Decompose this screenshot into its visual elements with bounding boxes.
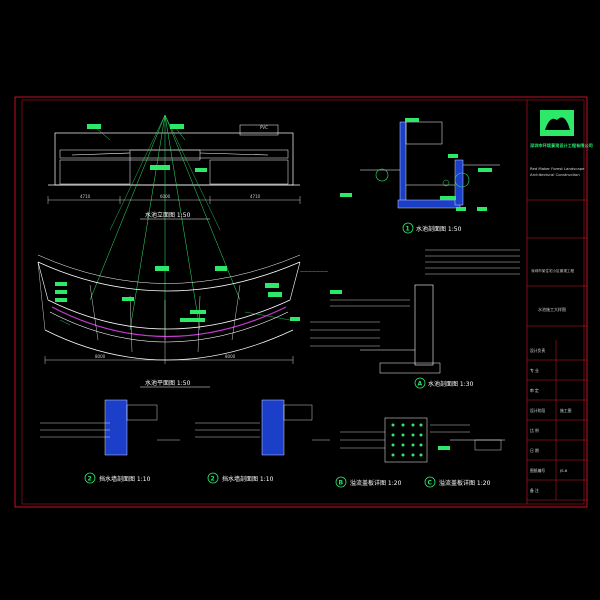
title-block-row-label: 设计阶段 [530, 408, 545, 413]
project-name: 深圳市某住宅小区景观工程 [531, 268, 575, 273]
drawing-name: 水池施工大样图 [538, 306, 566, 312]
title-block-row-value: 施工图 [560, 408, 572, 413]
detail-2a-view: 2 挡水墙剖面图 1:10 [40, 399, 180, 484]
title-block-row-label: 审 定 [530, 388, 539, 393]
detail-2a-title: 挡水墙剖面图 1:10 [99, 475, 151, 483]
section-a-title: 水池剖面图 1:30 [428, 380, 474, 388]
plan-title: 水池平面图 1:50 [145, 379, 191, 387]
sheet-frame [14, 96, 588, 508]
section-a-marker: A [418, 381, 423, 388]
elevation-view: PVC 4710 6000 4710 水池立面图 1:50 [47, 114, 301, 340]
title-block-row-label: 比 例 [530, 428, 539, 433]
detail-c-marker: C [428, 480, 433, 487]
title-block-row-label: 图纸编号 [530, 468, 545, 473]
section-1-title: 水池剖面图 1:50 [416, 225, 462, 233]
svg-text:4710: 4710 [80, 194, 91, 199]
title-block: 深圳市环境景观设计工程有限公司 Red Maker Forest Landsca… [526, 100, 593, 504]
section-1-view: 1 水池剖面图 1:50 [340, 118, 500, 234]
inner-frame [21, 99, 585, 505]
detail-b-title: 溢流盖板详图 1:20 [350, 479, 402, 487]
detail-b-view: B 溢流盖板详图 1:20 [335, 417, 428, 488]
detail-2a-marker: 2 [88, 476, 92, 483]
detail-b-marker: B [339, 480, 344, 487]
title-block-row-label: 备 注 [530, 488, 539, 493]
svg-text:8000: 8000 [225, 354, 236, 359]
svg-text:———————: ——————— [300, 269, 328, 274]
title-block-row-label: 设计负责 [530, 348, 545, 353]
title-block-row-value: JS-6 [559, 468, 568, 473]
company-name-en-2: Architectural Construction [530, 172, 580, 177]
section-1-marker: 1 [406, 226, 410, 233]
svg-text:4710: 4710 [250, 194, 261, 199]
detail-c-view: C 溢流盖板详图 1:20 [424, 424, 505, 488]
svg-text:PVC: PVC [260, 125, 268, 130]
section-a-view: A 水池剖面图 1:30 [310, 249, 520, 389]
title-block-row-label: 日 期 [530, 448, 539, 453]
svg-text:6000: 6000 [160, 194, 171, 199]
detail-2b-marker: 2 [211, 476, 215, 483]
plan-view: ——————— 8000 8000 水池平面图 1:50 [37, 254, 328, 388]
company-name: 深圳市环境景观设计工程有限公司 [530, 142, 593, 149]
detail-2b-title: 挡水墙剖面图 1:10 [222, 475, 274, 483]
detail-2b-view: 2 挡水墙剖面图 1:10 [195, 399, 330, 484]
title-block-row-label: 专 业 [530, 368, 539, 373]
elevation-title: 水池立面图 1:50 [145, 211, 191, 219]
company-name-en-1: Red Maker Forest Landscape [530, 166, 585, 171]
detail-c-title: 溢流盖板详图 1:20 [439, 479, 491, 487]
svg-text:8000: 8000 [95, 354, 106, 359]
